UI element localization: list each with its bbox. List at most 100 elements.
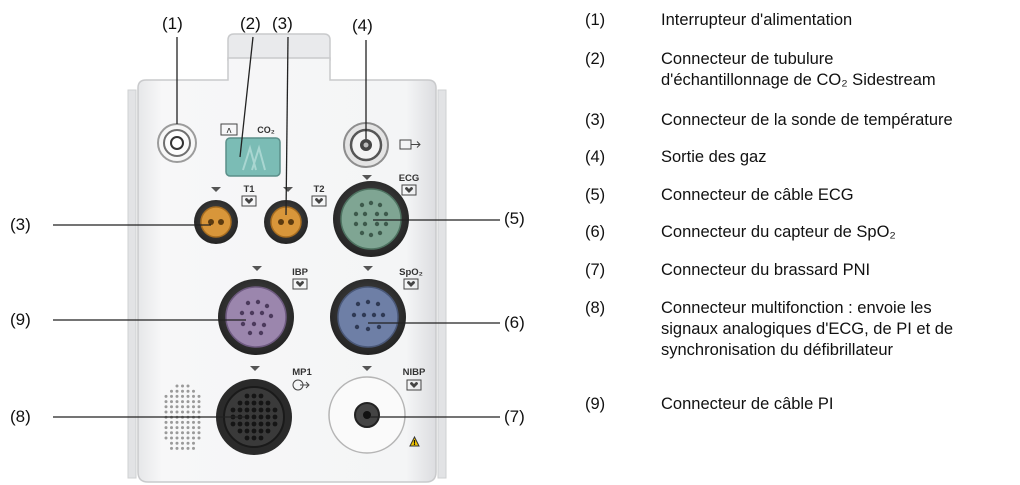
connector-pin (244, 435, 250, 441)
speaker-hole (186, 394, 190, 398)
mp1-output-icon (292, 379, 310, 391)
speaker-hole (192, 441, 195, 445)
mp1-label: MP1 (292, 367, 312, 378)
legend-text: Connecteur multifonction : envoie les (661, 299, 932, 317)
connector-pin (251, 393, 257, 399)
connector-pin (251, 400, 257, 406)
speaker-hole (192, 389, 195, 393)
speaker-hole (181, 384, 184, 388)
legend-text: Sortie des gaz (661, 148, 767, 166)
speaker-hole (186, 420, 190, 424)
speaker-hole (170, 394, 173, 398)
speaker-hole (175, 436, 179, 440)
speaker-hole (170, 436, 173, 440)
speaker-hole (192, 420, 195, 424)
speaker-hole (164, 400, 168, 404)
speaker-hole (197, 436, 201, 440)
speaker-hole (186, 384, 190, 388)
speaker-hole (164, 431, 168, 435)
ibp-label: IBP (292, 267, 309, 278)
legend-number: (2) (585, 50, 606, 68)
co2-sidestream-connector[interactable] (225, 137, 281, 177)
connector-pin (258, 421, 264, 427)
speaker-hole (170, 400, 173, 404)
connector-pin (265, 400, 271, 406)
speaker-hole (175, 405, 179, 409)
connector-pin (251, 428, 257, 434)
speaker-hole (192, 410, 195, 414)
speaker-hole (192, 431, 195, 435)
callout-6: (6) (504, 313, 525, 332)
speaker-hole (175, 420, 179, 424)
ecg-cable-connector[interactable] (333, 181, 409, 257)
speaker-hole (197, 394, 201, 398)
ibp-heart-icon (292, 278, 308, 290)
nibp-label: NIBP (403, 367, 426, 378)
connector-pin (251, 414, 257, 420)
speaker-hole (164, 436, 168, 440)
connector-pin (258, 407, 264, 413)
multifunction-connector[interactable] (216, 379, 292, 455)
connector-pin (244, 400, 250, 406)
temperature-connector-t1[interactable] (194, 200, 238, 244)
speaker-hole (192, 400, 195, 404)
spo2-heart-icon (403, 278, 419, 290)
svg-text:!: ! (413, 439, 416, 447)
speaker-hole (175, 389, 179, 393)
speaker-grille (164, 384, 201, 450)
connector-pin (251, 421, 257, 427)
legend-text: Connecteur du brassard PNI (661, 261, 871, 279)
module-right-edge (437, 89, 447, 479)
connector-pin (244, 428, 250, 434)
legend-number: (7) (585, 261, 606, 279)
legend-number: (1) (585, 11, 606, 29)
t2-label: T2 (313, 184, 324, 195)
legend-text: d'échantillonnage de CO₂ Sidestream (661, 71, 936, 89)
speaker-hole (197, 405, 201, 409)
ibp-cable-connector[interactable] (218, 279, 294, 355)
speaker-hole (175, 384, 179, 388)
speaker-hole (192, 426, 195, 430)
speaker-hole (164, 405, 168, 409)
speaker-hole (164, 420, 168, 424)
speaker-hole (175, 400, 179, 404)
t1-arrow-icon (211, 187, 221, 192)
module-illustration: ᴧ CO₂ T1 T2 ECG (53, 33, 500, 483)
connector-pin (244, 421, 250, 427)
speaker-hole (186, 441, 190, 445)
connector-pin (258, 435, 264, 441)
speaker-hole (186, 446, 190, 450)
speaker-hole (181, 420, 184, 424)
legend-text: Connecteur de câble ECG (661, 186, 854, 204)
speaker-hole (170, 431, 173, 435)
spo2-sensor-connector[interactable] (330, 279, 406, 355)
speaker-hole (181, 441, 184, 445)
legend-number: (9) (585, 395, 606, 413)
nibp-cuff-connector[interactable] (328, 376, 406, 454)
connector-pin (244, 414, 250, 420)
connector-pin (237, 421, 243, 427)
connector-pin (258, 414, 264, 420)
speaker-hole (197, 410, 201, 414)
callout-9: (9) (10, 310, 31, 329)
speaker-hole (197, 400, 201, 404)
speaker-hole (181, 400, 184, 404)
ibp-arrow-icon (252, 266, 262, 271)
legend-text: synchronisation du défibrillateur (661, 341, 894, 359)
temperature-connector-t2[interactable] (264, 200, 308, 244)
legend-number: (4) (585, 148, 606, 166)
warning-icon: ! (409, 435, 420, 447)
legend-number: (5) (585, 186, 606, 204)
co2-label: CO₂ (257, 125, 275, 135)
leader-lines (53, 36, 500, 418)
svg-text:ᴧ: ᴧ (226, 126, 232, 136)
gas-outlet[interactable] (343, 122, 389, 168)
legend-number: (6) (585, 223, 606, 241)
speaker-hole (192, 405, 195, 409)
speaker-hole (170, 420, 173, 424)
callout-3-top: (3) (272, 14, 293, 33)
power-switch[interactable] (157, 123, 197, 163)
speaker-hole (192, 394, 195, 398)
module-top-tab (227, 33, 331, 61)
connector-pin (265, 421, 271, 427)
